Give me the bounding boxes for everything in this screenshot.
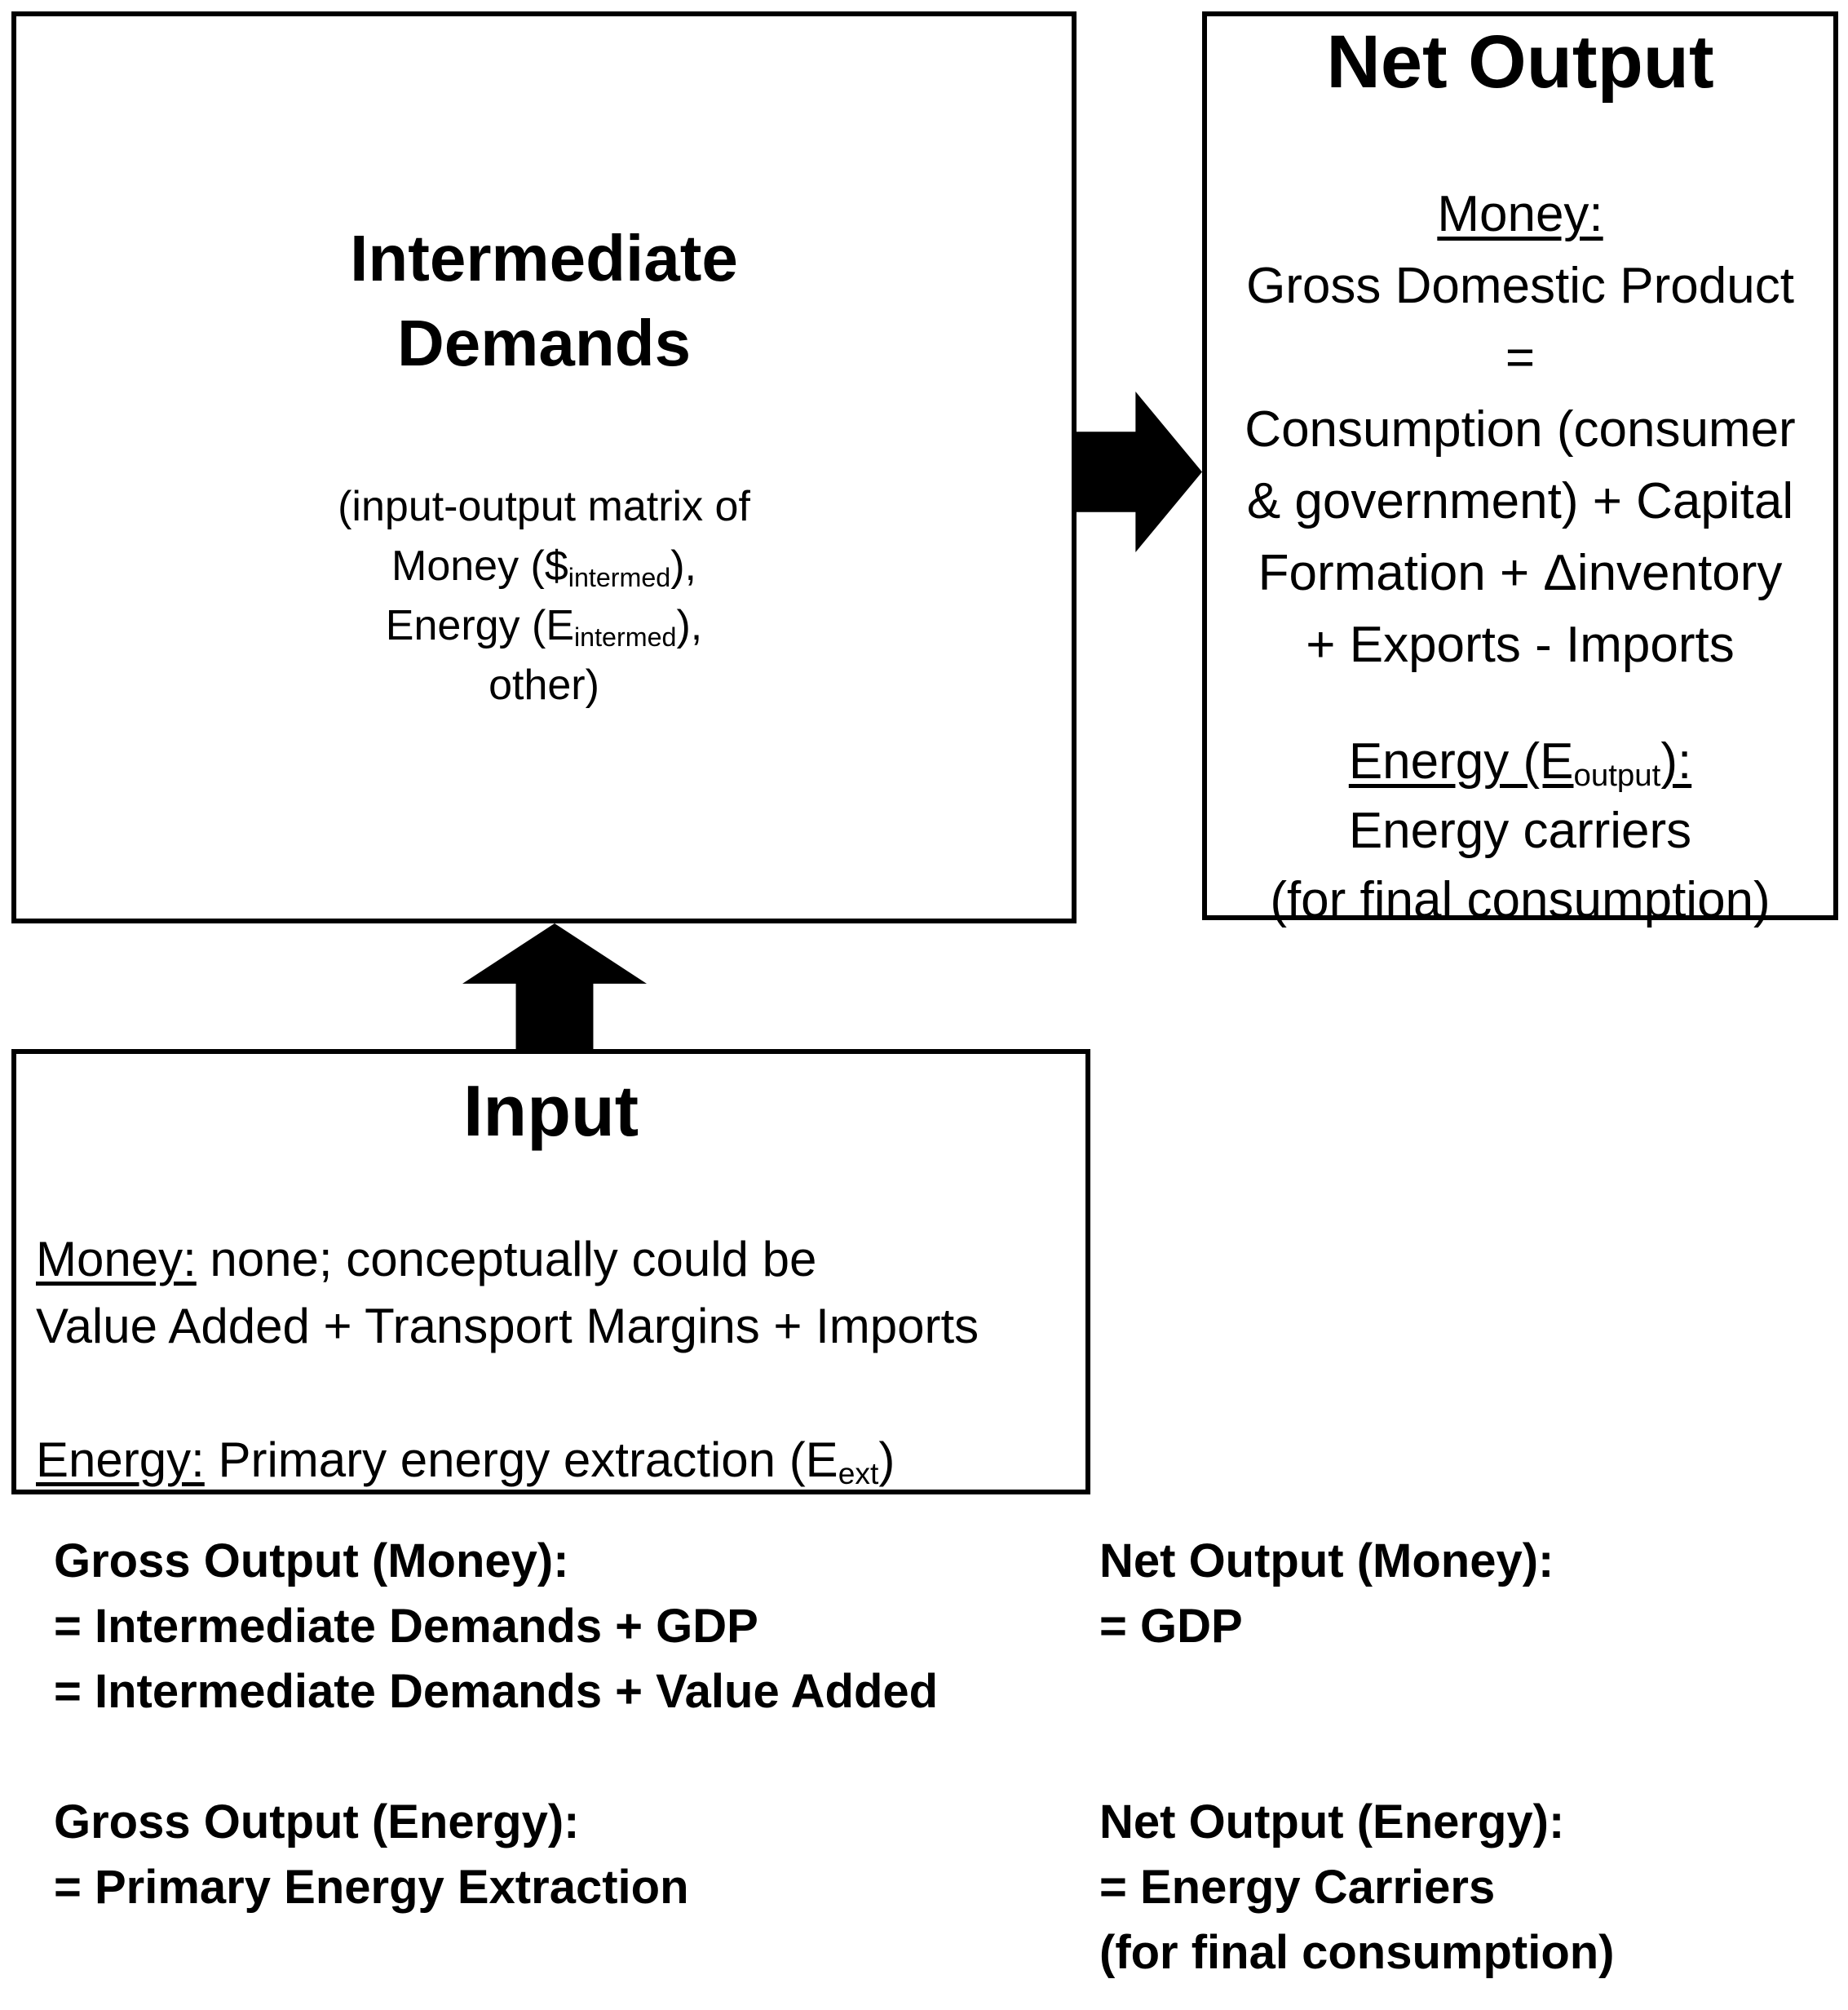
net-output-money-label-text: Money:: [1437, 186, 1603, 242]
gross-output-energy-eq1: = Primary Energy Extraction: [54, 1861, 689, 1914]
net-output-expansion-line2: & government) + Capital: [1246, 473, 1794, 529]
input-money-label: Money:: [36, 1232, 197, 1286]
input-title: Input: [462, 1070, 639, 1151]
net-output-money-title: Net Output (Money):: [1099, 1534, 1554, 1587]
net-output-title: Net Output: [1326, 20, 1714, 104]
net-output-energy-subscript: output: [1573, 758, 1661, 794]
gross-output-energy-title: Gross Output (Energy):: [54, 1795, 580, 1848]
net-output-expansion-line1: Consumption (consumer: [1245, 401, 1796, 458]
gross-output-money-title: Gross Output (Money):: [54, 1534, 569, 1587]
net-output-energy-section: Energy (Eoutput): Energy carriers (for f…: [1207, 727, 1833, 935]
net-output-gdp-line: Gross Domestic Product: [1246, 258, 1794, 314]
id-money-pre: Money ($: [391, 542, 568, 590]
id-energy-subscript: intermed: [574, 622, 677, 652]
input-money-rest: none; conceptually could be: [196, 1232, 817, 1286]
up-arrow-icon: [462, 923, 647, 1049]
right-arrow-icon: [1077, 392, 1202, 552]
net-output-summary: Net Output (Money): = GDP Net Output (En…: [1099, 1529, 1615, 1986]
id-energy-pre: Energy (E: [385, 602, 575, 649]
net-output-expansion-line4: + Exports - Imports: [1306, 617, 1735, 673]
net-output-money-eq1: = GDP: [1099, 1600, 1243, 1653]
intermediate-demands-title-line2: Demands: [396, 307, 692, 379]
net-output-energy-label-text: Energy (Eoutput):: [1348, 733, 1692, 794]
input-body: Money: none; conceptually could be Value…: [36, 1226, 1085, 1494]
net-output-box: Net Output Money: Gross Domestic Product…: [1202, 11, 1838, 928]
input-money-line1: Money: none; conceptually could be: [36, 1226, 1085, 1293]
net-output-money-section: Money: Gross Domestic Product = Consumpt…: [1207, 179, 1833, 681]
id-body-line-other: other): [489, 662, 599, 709]
net-output-spacer1: [1099, 1659, 1615, 1724]
id-energy-post: ),: [676, 602, 703, 649]
intermediate-demands-title: Intermediate Demands: [16, 216, 1072, 386]
net-output-energy-line1: Energy carriers: [1348, 803, 1692, 859]
input-energy-pre: Primary energy extraction (E: [204, 1432, 838, 1487]
gross-output-money-eq2: = Intermediate Demands + Value Added: [54, 1665, 939, 1718]
gross-output-money-eq1: = Intermediate Demands + GDP: [54, 1600, 758, 1653]
input-money-line2: Value Added + Transport Margins + Import…: [36, 1299, 979, 1353]
net-output-energy-title: Net Output (Energy):: [1099, 1795, 1565, 1848]
gross-output-spacer: [54, 1724, 938, 1790]
net-output-expansion-line3: Formation + Δinventory: [1258, 545, 1783, 601]
intermediate-demands-box: Intermediate Demands (input-output matri…: [11, 11, 1077, 923]
input-energy-post: ): [878, 1432, 895, 1487]
id-body-line-matrix: (input-output matrix of: [338, 483, 750, 530]
net-output-energy-eq1: = Energy Carriers: [1099, 1861, 1496, 1914]
intermediate-demands-title-line1: Intermediate: [350, 222, 738, 294]
net-output-money-label: Money:: [1207, 179, 1833, 250]
input-energy-label: Energy:: [36, 1432, 205, 1487]
intermediate-demands-body: (input-output matrix of Money ($intermed…: [16, 477, 1072, 715]
input-box: Input Money: none; conceptually could be…: [11, 1049, 1090, 1494]
net-output-energy-pre: Energy (E: [1348, 733, 1574, 790]
net-output-equals: =: [1505, 330, 1536, 386]
input-blank-line: [36, 1360, 1085, 1427]
id-money-post: ),: [670, 542, 696, 590]
net-output-spacer2: [1099, 1724, 1615, 1790]
gross-output-summary: Gross Output (Money): = Intermediate Dem…: [54, 1529, 938, 1920]
net-output-energy-eq2: (for final consumption): [1099, 1926, 1615, 1979]
net-output-energy-line2: (for final consumption): [1270, 872, 1771, 928]
input-energy-line: Energy: Primary energy extraction (Eext): [36, 1427, 1085, 1494]
id-money-subscript: intermed: [568, 562, 671, 592]
id-body-line-energy: Energy (Eintermed),: [16, 596, 1072, 656]
input-energy-subscript: ext: [838, 1455, 879, 1490]
net-output-energy-post: ):: [1660, 733, 1692, 790]
id-body-line-money: Money ($intermed),: [16, 537, 1072, 596]
net-output-energy-label: Energy (Eoutput):: [1207, 727, 1833, 796]
